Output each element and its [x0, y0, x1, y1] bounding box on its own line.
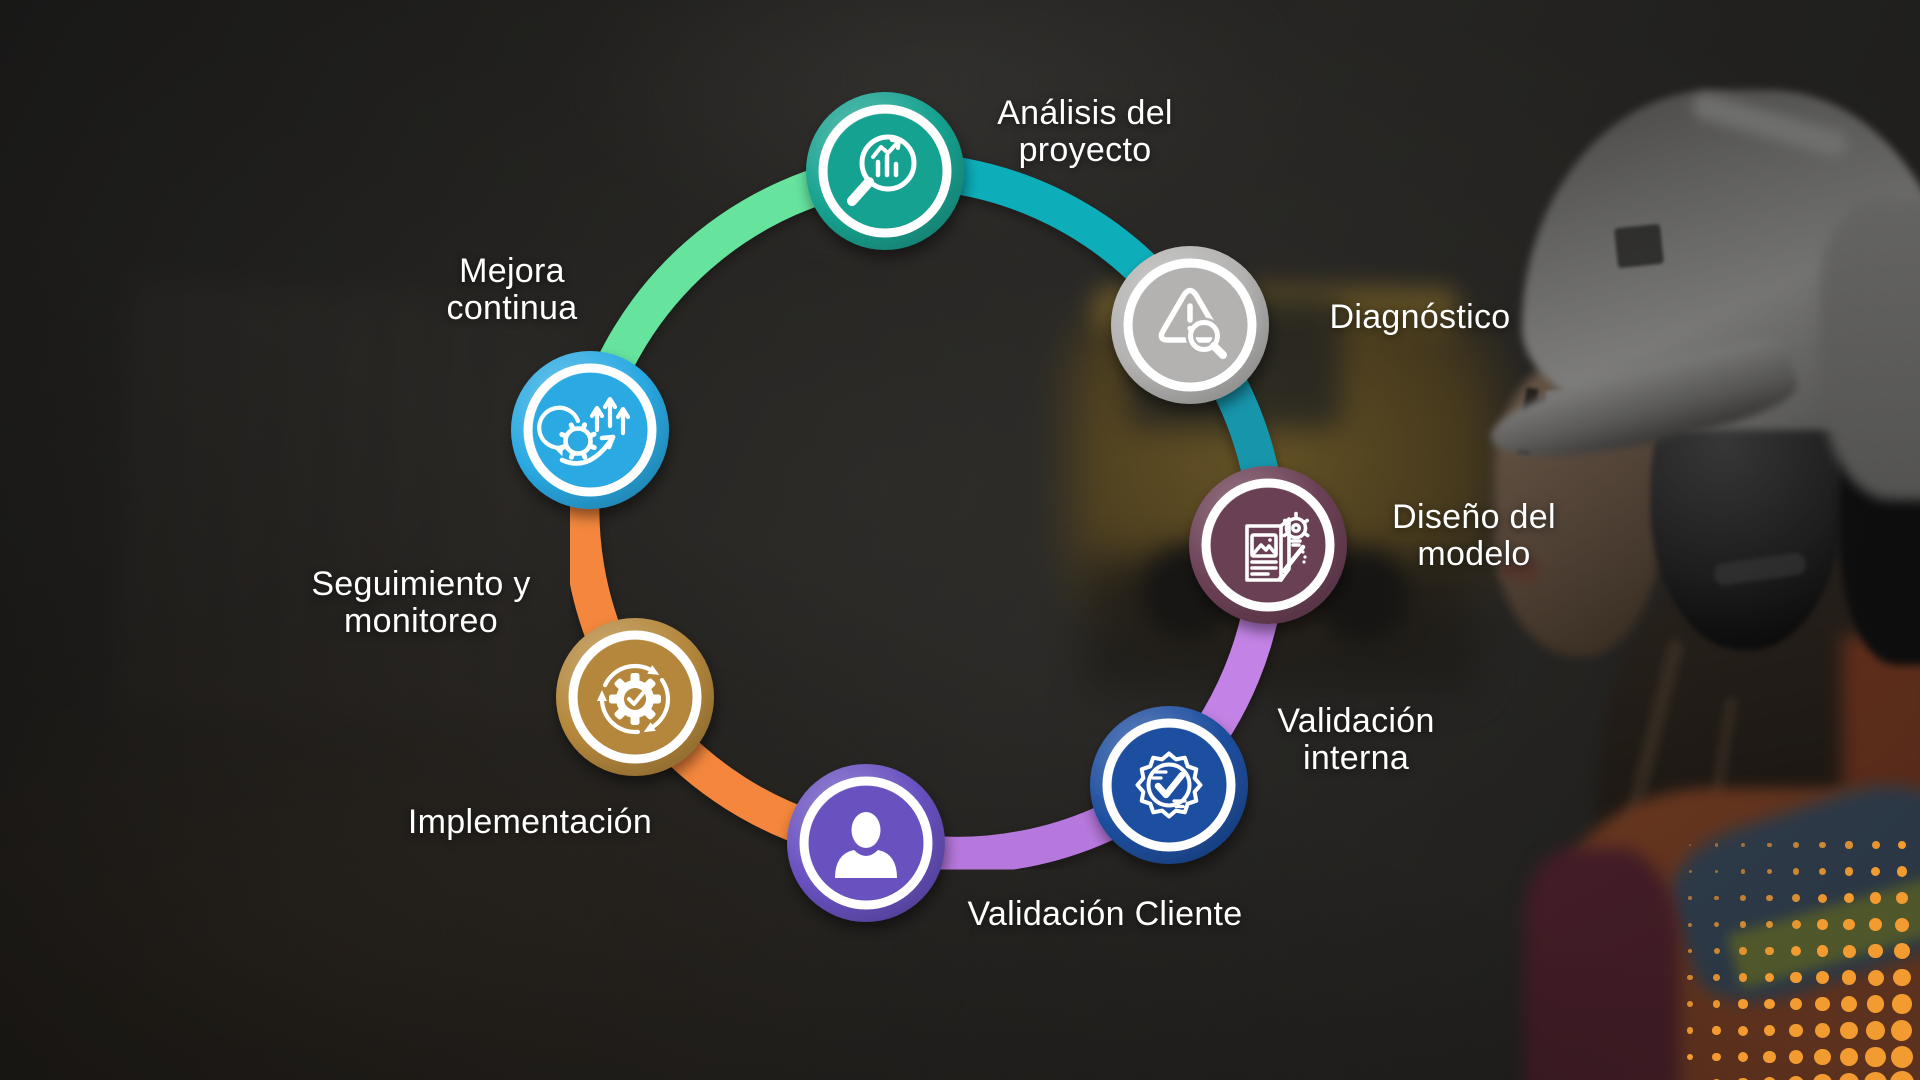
gear-up-arrows-icon [537, 396, 631, 466]
warning-magnifier-icon [1158, 287, 1227, 359]
step-node-validacion_interna [1090, 706, 1248, 864]
step-node-diseno [1189, 466, 1347, 624]
step-node-validacion_cliente [787, 764, 945, 922]
step-node-mejora [511, 351, 669, 509]
document-idea-pencil-icon [1245, 511, 1310, 582]
step-node-implementacion [556, 618, 714, 776]
magnifier-chart-icon [847, 134, 917, 206]
person-icon [835, 812, 897, 878]
step-node-diagnostico [1111, 246, 1269, 404]
badge-check-icon [1135, 751, 1203, 819]
gear-check-arrows-icon [597, 663, 671, 735]
step-node-analisis [806, 92, 964, 250]
